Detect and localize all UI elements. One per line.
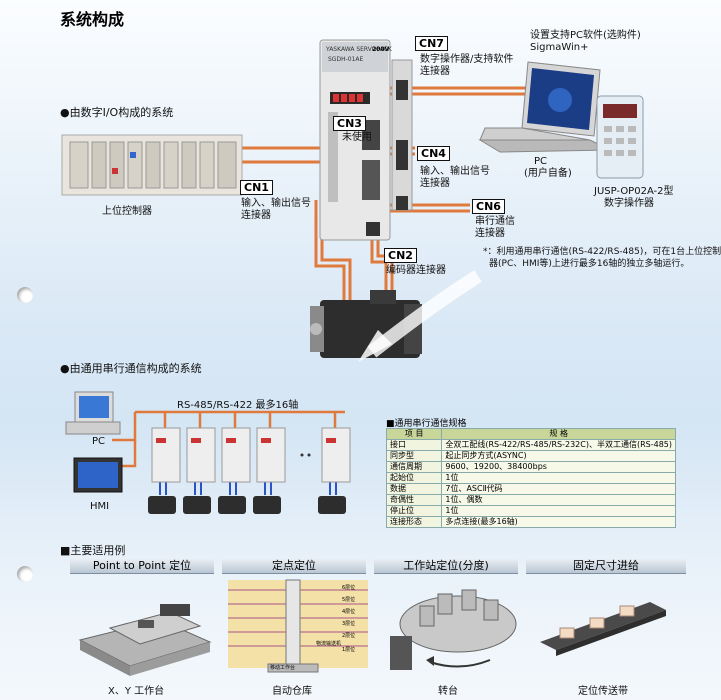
- section-applications: ■主要适用例: [60, 544, 126, 557]
- drive-model: SGDH-01AE: [328, 56, 364, 63]
- cn6-tag: CN6: [472, 199, 505, 214]
- cn2-desc: 编码器连接器: [386, 265, 446, 276]
- section-serial: ●由通用串行通信构成的系统: [60, 362, 202, 375]
- example-header-feed: 固定尺寸进给: [526, 559, 686, 574]
- warehouse-tag: 6层位: [342, 585, 356, 591]
- cable-cn2-motor: [370, 236, 388, 300]
- spec-title: ■通用串行通信规格: [386, 419, 467, 429]
- warehouse-tag: 5层位: [342, 597, 356, 603]
- cn7-tag: CN7: [415, 36, 448, 51]
- hmi-panel: [73, 457, 123, 493]
- page-title: 系统构成: [60, 10, 125, 29]
- spec-header-item: 项 目: [385, 428, 443, 440]
- operator-model: JUSP-OP02A-2型: [594, 186, 674, 197]
- note-line-1: *：利用通用串行通信(RS-422/RS-485)，可在1台上位控制: [483, 247, 721, 257]
- cn4-desc-1: 输入、输出信号: [420, 166, 490, 177]
- pc-software-1: 设置支持PC软件(选购件): [530, 30, 641, 41]
- binder-hole: [17, 287, 33, 303]
- caption-rotary-table: 转台: [438, 686, 458, 697]
- example-header-ptp: Point to Point 定位: [70, 559, 214, 574]
- pc-label-1: PC: [534, 156, 548, 167]
- cn3-desc: 未使用: [342, 132, 372, 143]
- warehouse-illustration: [228, 579, 368, 673]
- warehouse-tag: 2层位: [342, 633, 356, 639]
- xy-table-illustration: [78, 604, 212, 676]
- controller-label: 上位控制器: [102, 206, 152, 217]
- cn3-tag: CN3: [333, 116, 366, 131]
- cn1-desc-1: 输入、输出信号: [241, 198, 311, 209]
- digital-operator: [596, 95, 644, 179]
- pc-desktop: [65, 391, 121, 435]
- cn7-desc-1: 数字操作器/支持软件: [420, 54, 514, 65]
- warehouse-tag: 物流输送机: [316, 641, 342, 647]
- drive-voltage: 200V: [372, 46, 390, 53]
- cn2-tag: CN2: [384, 248, 417, 263]
- pc-label-2: (用户自备): [524, 168, 572, 179]
- bus-label: RS-485/RS-422 最多16轴: [177, 400, 299, 411]
- note-line-2: 器(PC、HMI等)上进行最多16轴的独立多轴运行。: [489, 259, 690, 269]
- spec-table: 项 目规 格 接口全双工配线(RS-422/RS-485/RS-232C)、半双…: [385, 428, 676, 528]
- table-row: 接口全双工配线(RS-422/RS-485/RS-232C)、半双工通信(RS-…: [385, 439, 676, 451]
- caption-conveyor: 定位传送带: [578, 686, 628, 697]
- warehouse-tag: 3层位: [342, 621, 356, 627]
- spec-header-spec: 规 格: [441, 428, 676, 440]
- cn1-desc-2: 连接器: [241, 210, 271, 221]
- plc-rack: [61, 134, 243, 196]
- warehouse-tag: 移动工作台: [270, 665, 296, 671]
- drive-row: [151, 427, 351, 483]
- table-row: 连接形态多点连接(最多16轴): [385, 516, 676, 528]
- operator-name: 数字操作器: [604, 198, 654, 209]
- application-illustrations: [78, 579, 666, 676]
- laptop-pc: [478, 61, 611, 153]
- motor-row: [148, 496, 346, 514]
- rotary-table-illustration: [390, 589, 517, 670]
- cn7-desc-2: 连接器: [420, 66, 450, 77]
- table-row: 同步型起止同步方式(ASYNC): [385, 450, 676, 462]
- cn6-desc-2: 连接器: [475, 228, 505, 239]
- hmi-label: HMI: [90, 501, 110, 512]
- cn1-tag: CN1: [240, 180, 273, 195]
- cn4-tag: CN4: [417, 146, 450, 161]
- servo-drive: [319, 39, 413, 241]
- binder-hole: [17, 566, 33, 582]
- drive-brand: YASKAWA SERVOPACK: [326, 46, 392, 53]
- serial-network-diagram: [65, 391, 351, 514]
- example-header-indexing: 工作站定位(分度): [374, 559, 518, 574]
- example-header-fixed-point: 定点定位: [222, 559, 366, 574]
- section-digital-io: ●由数字I/O构成的系统: [60, 106, 174, 119]
- cn4-desc-2: 连接器: [420, 178, 450, 189]
- warehouse-tag: 1层位: [342, 647, 356, 653]
- cn6-desc-1: 串行通信: [475, 216, 515, 227]
- pc-label: PC: [92, 436, 106, 447]
- conveyor-illustration: [540, 602, 666, 656]
- wiring-diagram: [61, 39, 644, 358]
- pc-software-2: SigmaWin+: [530, 42, 589, 53]
- warehouse-tag: 4层位: [342, 609, 356, 615]
- caption-xy-table: X、Y 工作台: [108, 686, 165, 697]
- caption-warehouse: 自动仓库: [272, 686, 312, 697]
